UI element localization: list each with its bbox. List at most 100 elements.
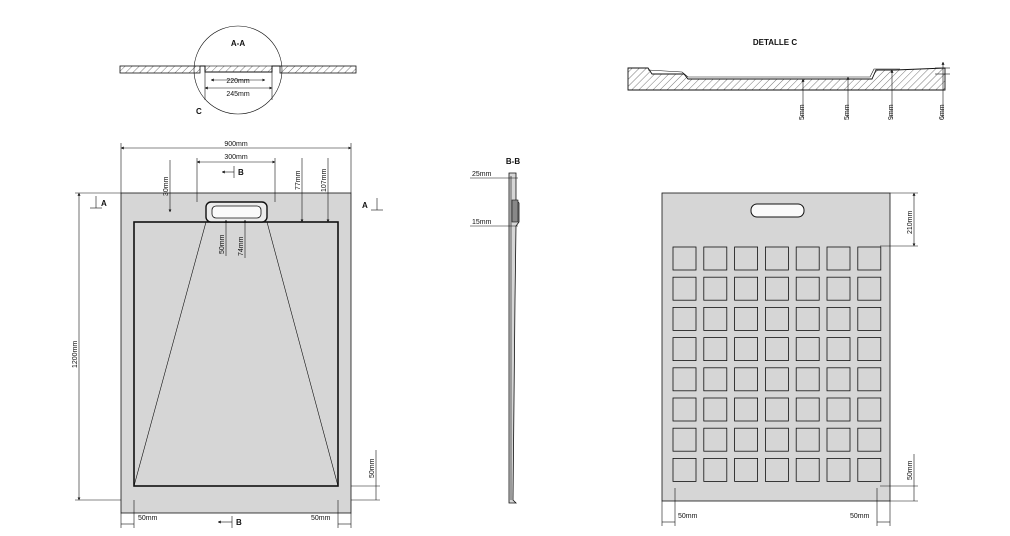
plan-dim-77: 77mm	[295, 170, 302, 190]
underside-grid-cell	[826, 306, 851, 331]
bb-profile	[508, 172, 520, 504]
plan-section-a-right: A	[362, 201, 368, 210]
underside-grid-cell	[765, 306, 789, 331]
underside-grid-cell	[703, 397, 728, 422]
underside-grid-cell	[795, 337, 820, 362]
underside-grid-cell	[857, 246, 882, 271]
aa-detail-circle	[193, 25, 283, 115]
detail-c-dim-2: 5mm	[844, 104, 851, 120]
bb-drain	[511, 199, 519, 223]
underside-grid-cell	[672, 397, 697, 422]
underside-grid-cell	[826, 397, 851, 422]
underside-grid-cell	[703, 457, 728, 482]
underside-handle	[750, 203, 805, 218]
underside-grid-cell	[826, 457, 851, 482]
underside-grid-cell	[765, 457, 789, 482]
underside-grid-cell	[672, 337, 697, 362]
underside-grid-cell	[795, 306, 820, 331]
detail-c-body	[627, 67, 946, 91]
plan-dim-900: 900mm	[224, 141, 248, 148]
detail-c-dim-1: 5mm	[799, 104, 806, 120]
plan-dim-bottom-50: 50mm	[369, 458, 376, 478]
underside-grid-cell	[703, 337, 728, 362]
plan-dim-right-50: 50mm	[311, 515, 331, 522]
underside-grid-cell	[672, 427, 697, 452]
underside-grid-cell	[703, 276, 728, 301]
section-bb: B-B 25mm 15mm	[470, 157, 520, 504]
underside-grid-cell	[857, 276, 882, 301]
bb-dim-15: 15mm	[472, 219, 492, 226]
underside-grid-cell	[734, 367, 758, 392]
underside-grid-cell	[826, 246, 851, 271]
plan-slope-lines	[133, 221, 339, 487]
underside-grid-cell	[672, 457, 697, 482]
underside-grid-cell	[765, 427, 789, 452]
underside-grid-cell	[857, 367, 882, 392]
aa-drain-channel	[204, 65, 273, 73]
underside-grid-cell	[703, 246, 728, 271]
plan-dim-74: 74mm	[238, 236, 245, 256]
underside-dim-left-50: 50mm	[678, 513, 698, 520]
aa-dim-245: 245mm	[226, 91, 250, 98]
underside-grid-cell	[795, 397, 820, 422]
underside-grid-cell	[826, 276, 851, 301]
underside-grid-cell	[734, 337, 758, 362]
plan-dim-107: 107mm	[321, 168, 328, 192]
plan-drain-inner	[211, 205, 262, 219]
plan-section-b-bottom: B	[236, 518, 242, 527]
underside-grid-cell	[857, 427, 882, 452]
underside-grid-cell	[734, 306, 758, 331]
underside-grid	[672, 246, 882, 482]
aa-callout-c: C	[196, 107, 202, 116]
bb-title: B-B	[506, 157, 520, 166]
underside-grid-cell	[734, 397, 758, 422]
underside-grid-cell	[734, 246, 758, 271]
detail-c-dim-3: 9mm	[888, 104, 895, 120]
underside-grid-cell	[765, 337, 789, 362]
underside-grid-cell	[672, 276, 697, 301]
underside-grid-cell	[734, 427, 758, 452]
underside-grid-cell	[672, 367, 697, 392]
underside-grid-cell	[765, 397, 789, 422]
underside-dim-right-50: 50mm	[850, 513, 870, 520]
underside-grid-cell	[795, 427, 820, 452]
plan-dim-30: 30mm	[163, 176, 170, 196]
aa-slab-right	[279, 65, 357, 74]
underside-grid-cell	[795, 457, 820, 482]
underside-grid-cell	[857, 457, 882, 482]
underside-grid-cell	[703, 367, 728, 392]
section-aa: A-A 220mm 245mm C	[119, 25, 357, 116]
underside-grid-cell	[703, 306, 728, 331]
underside-grid-cell	[765, 276, 789, 301]
underside-grid-cell	[795, 246, 820, 271]
underside-grid-cell	[672, 306, 697, 331]
plan-dim-50-vert: 50mm	[219, 234, 226, 254]
underside-dim-210: 210mm	[907, 210, 914, 234]
underside-grid-cell	[826, 427, 851, 452]
plan-section-b-top: B	[238, 168, 244, 177]
plan-section-a-left: A	[101, 199, 107, 208]
underside-grid-cell	[826, 367, 851, 392]
plan-dim-left-50: 50mm	[138, 515, 158, 522]
detail-c-dim-4: 6mm	[939, 104, 946, 120]
plan-view: 900mm 300mm B 30mm 77mm 107mm 50mm 74mm …	[72, 141, 383, 528]
underside-grid-cell	[765, 246, 789, 271]
aa-slab-left	[119, 65, 201, 74]
underside-grid-cell	[734, 276, 758, 301]
plan-inner-tray	[133, 221, 339, 487]
underside-grid-cell	[857, 306, 882, 331]
plan-dim-1200: 1200mm	[72, 341, 79, 368]
underside-grid-cell	[703, 427, 728, 452]
underside-grid-cell	[795, 367, 820, 392]
underside-view: 210mm 50mm 50mm 50mm	[661, 192, 918, 526]
underside-grid-cell	[826, 337, 851, 362]
aa-title: A-A	[231, 39, 245, 48]
underside-grid-cell	[734, 457, 758, 482]
detail-c: DETALLE C 5mm 5mm 9mm 6mm	[627, 38, 950, 120]
underside-grid-cell	[857, 337, 882, 362]
underside-dim-50-vert: 50mm	[907, 460, 914, 480]
underside-grid-cell	[795, 276, 820, 301]
aa-dim-220: 220mm	[226, 78, 250, 85]
plan-dim-300: 300mm	[224, 154, 248, 161]
